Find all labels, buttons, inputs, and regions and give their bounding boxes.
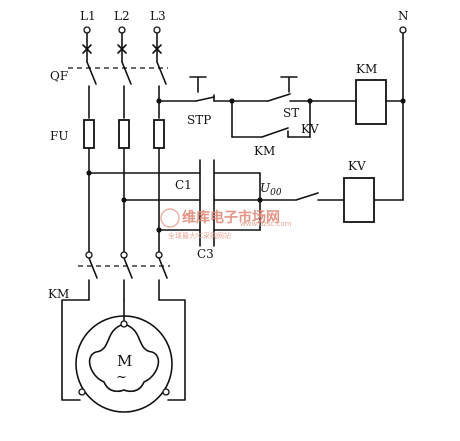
label-n: N <box>398 9 409 23</box>
label-stp: STP <box>187 113 211 127</box>
km-coil <box>355 79 387 125</box>
fuse-1 <box>83 119 95 149</box>
label-km-contact: KM <box>254 144 275 158</box>
label-l2: L2 <box>114 9 130 23</box>
label-fu: FU <box>50 129 68 143</box>
motor-housing <box>75 315 173 413</box>
supply-terminals: L1 L2 L3 N <box>80 9 409 34</box>
breaker-qf: QF <box>50 32 168 119</box>
label-motor-tilde: ~ <box>116 370 127 385</box>
fuse-3 <box>153 119 165 149</box>
label-c3: C3 <box>197 247 214 261</box>
label-kv-contact: KV <box>301 122 319 136</box>
watermark-subtitle: 全球最大IC采购网站 <box>168 231 231 240</box>
terminal-l1 <box>83 26 91 34</box>
label-km-coil: KM <box>356 62 377 76</box>
terminal-n <box>399 26 407 34</box>
motor-wiring <box>61 299 186 401</box>
kv-coil <box>343 177 375 223</box>
label-l3: L3 <box>150 9 166 23</box>
label-qf: QF <box>50 69 68 83</box>
motor-winding <box>88 323 160 393</box>
label-l1: L1 <box>80 9 96 23</box>
label-motor: M <box>117 352 132 370</box>
label-u00: U00 <box>260 181 282 198</box>
label-c1: C1 <box>175 178 192 192</box>
fuse-2 <box>118 119 130 149</box>
control-circuit: STP ST KV KM KM <box>156 32 406 201</box>
terminal-l3 <box>153 26 161 34</box>
label-km-main: KM <box>48 287 69 301</box>
fuses-fu: FU <box>50 119 165 253</box>
watermark-logo: 维库电子市场网 www.dzsc.com 全球最大IC采购网站 <box>160 208 292 240</box>
capacitor-network: C1 C3 U00 KV <box>86 159 404 261</box>
label-kv-coil: KV <box>348 159 366 173</box>
motor-m: M ~ <box>75 315 173 413</box>
watermark-url: www.dzsc.com <box>240 220 292 228</box>
label-st: ST <box>283 106 299 120</box>
main-contactor-km: KM <box>48 251 170 301</box>
watermark-title: 维库电子市场网 <box>182 209 280 226</box>
terminal-l2 <box>118 26 126 34</box>
